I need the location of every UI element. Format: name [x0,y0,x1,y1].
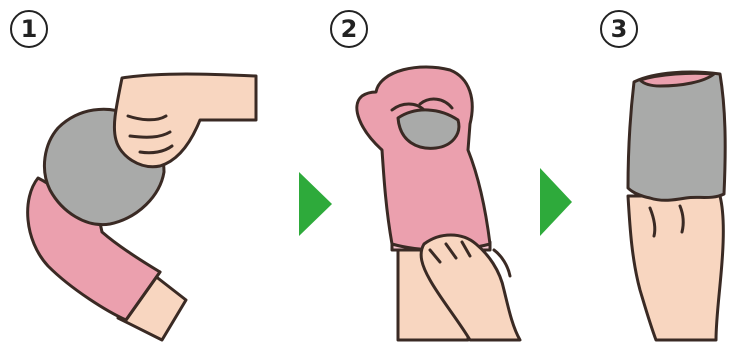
step-3-illustration [628,72,725,340]
step-3-hand [628,196,723,340]
step-1-illustration [28,74,256,340]
arrow-right-icon [540,168,572,236]
step-3-gray-cloth [628,72,725,200]
arrow-right-icon [299,172,332,236]
step-1-upper-arm [114,74,256,167]
step-2-pink-glove [357,67,490,250]
step-2-illustration [357,67,520,340]
